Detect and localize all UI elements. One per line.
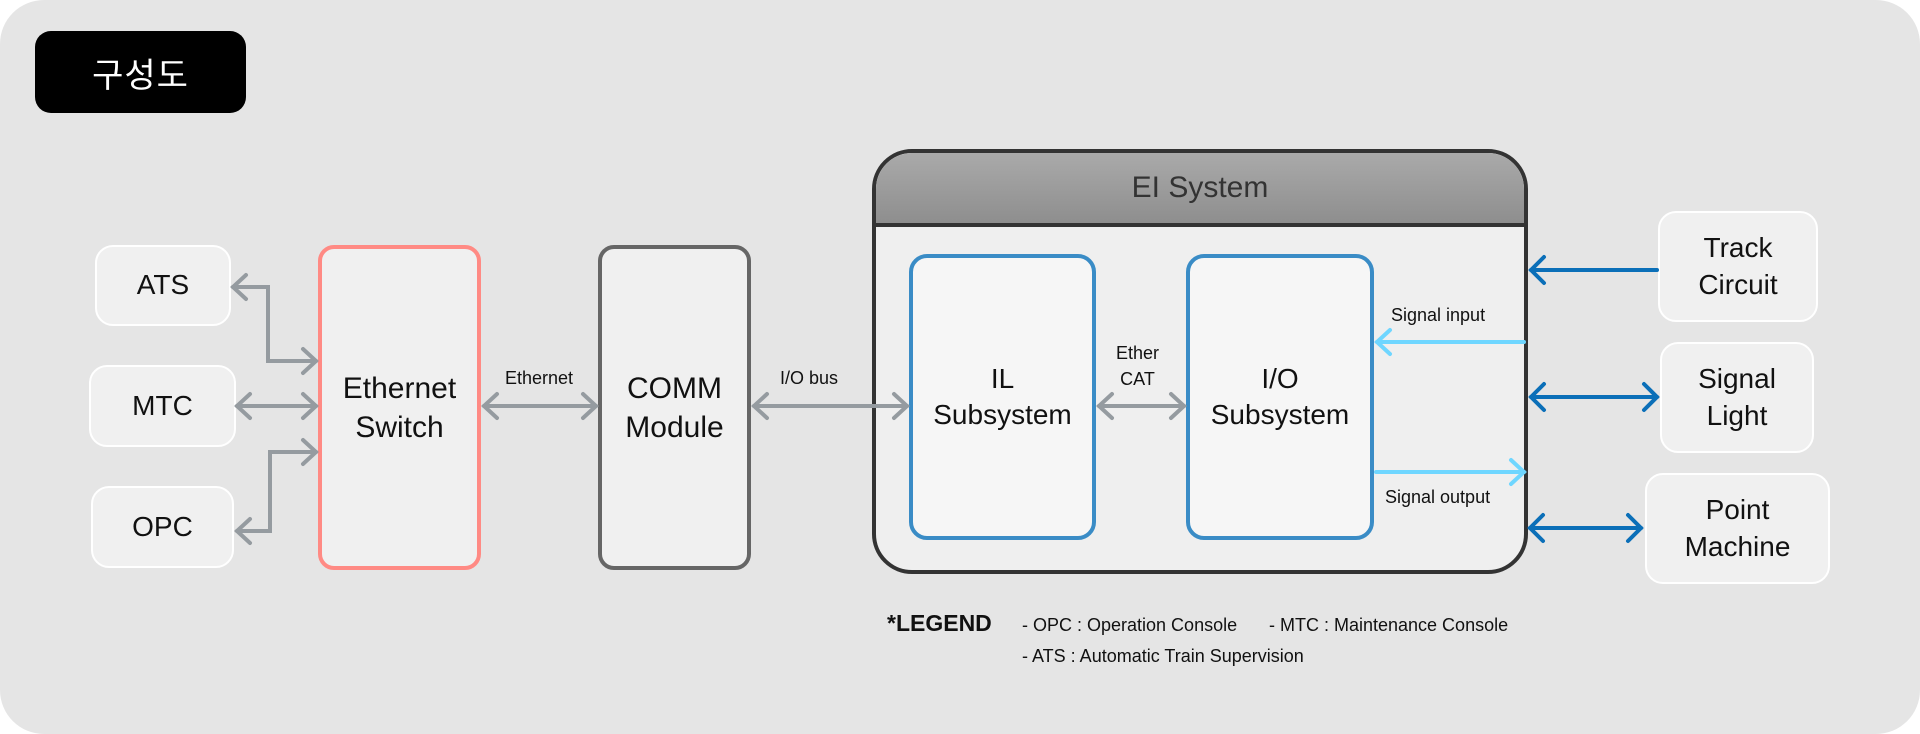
- node-label-line2: Machine: [1684, 530, 1791, 562]
- node-label: ATS: [136, 269, 190, 301]
- node-label-line2: Light: [1706, 399, 1768, 431]
- arrow-point-machine: [1527, 513, 1644, 543]
- node-label-line2: Subsystem: [1210, 399, 1350, 430]
- ei-system-title: EI System: [1131, 171, 1269, 204]
- label-ethercat-line2: CAT: [1120, 369, 1155, 390]
- ei-system-header: EI System: [876, 153, 1524, 227]
- label-ethercat-line1: Ether: [1116, 343, 1160, 363]
- arrow-signal-light: [1528, 382, 1660, 412]
- legend-item-opc: - OPC : Operation Console: [1022, 615, 1238, 635]
- node-il-subsystem[interactable]: IL Subsystem: [909, 254, 1096, 540]
- node-track-circuit[interactable]: Track Circuit: [1658, 211, 1818, 322]
- node-label: MTC: [132, 389, 193, 421]
- node-label-line2: Switch: [355, 410, 444, 444]
- node-label-line1: Ethernet: [342, 371, 457, 405]
- arrow-ats-switch: [230, 273, 319, 375]
- node-comm-module[interactable]: COMM Module: [598, 245, 751, 570]
- node-point-machine[interactable]: Point Machine: [1645, 473, 1830, 584]
- node-label: OPC: [132, 510, 193, 542]
- node-signal-light[interactable]: Signal Light: [1660, 342, 1814, 453]
- node-label-line2: Module: [625, 410, 724, 444]
- arrow-track-circuit: [1528, 255, 1659, 285]
- arrow-opc-switch: [234, 438, 319, 545]
- label-signal-input: Signal input: [1391, 305, 1486, 325]
- arrow-mtc-switch: [234, 392, 319, 420]
- label-io-bus: I/O bus: [780, 368, 839, 388]
- legend-item-mtc: - MTC : Maintenance Console: [1269, 615, 1509, 635]
- arrow-switch-comm: [481, 392, 599, 420]
- node-label-line1: Point: [1705, 494, 1770, 526]
- label-ethernet: Ethernet: [505, 368, 574, 388]
- node-label-line1: COMM: [627, 371, 722, 405]
- title-badge: 구성도: [35, 31, 246, 113]
- node-label-line1: Signal: [1698, 363, 1776, 395]
- legend-item-ats: - ATS : Automatic Train Supervision: [1022, 646, 1304, 666]
- node-ethernet-switch[interactable]: Ethernet Switch: [318, 245, 481, 570]
- node-label-line2: Subsystem: [933, 399, 1072, 430]
- legend-title: *LEGEND: [887, 610, 992, 636]
- node-mtc[interactable]: MTC: [89, 365, 236, 447]
- node-ats[interactable]: ATS: [95, 245, 231, 326]
- diagram-title: 구성도: [92, 55, 189, 96]
- node-opc[interactable]: OPC: [91, 486, 234, 568]
- label-ethercat: Ether CAT: [1116, 340, 1159, 392]
- node-io-subsystem[interactable]: I/O Subsystem: [1186, 254, 1374, 540]
- label-signal-output: Signal output: [1385, 487, 1491, 507]
- node-label-line2: Circuit: [1698, 268, 1778, 300]
- node-label-line1: I/O: [1261, 362, 1299, 394]
- node-label-line1: Track: [1703, 232, 1773, 264]
- node-label-line1: IL: [990, 362, 1015, 394]
